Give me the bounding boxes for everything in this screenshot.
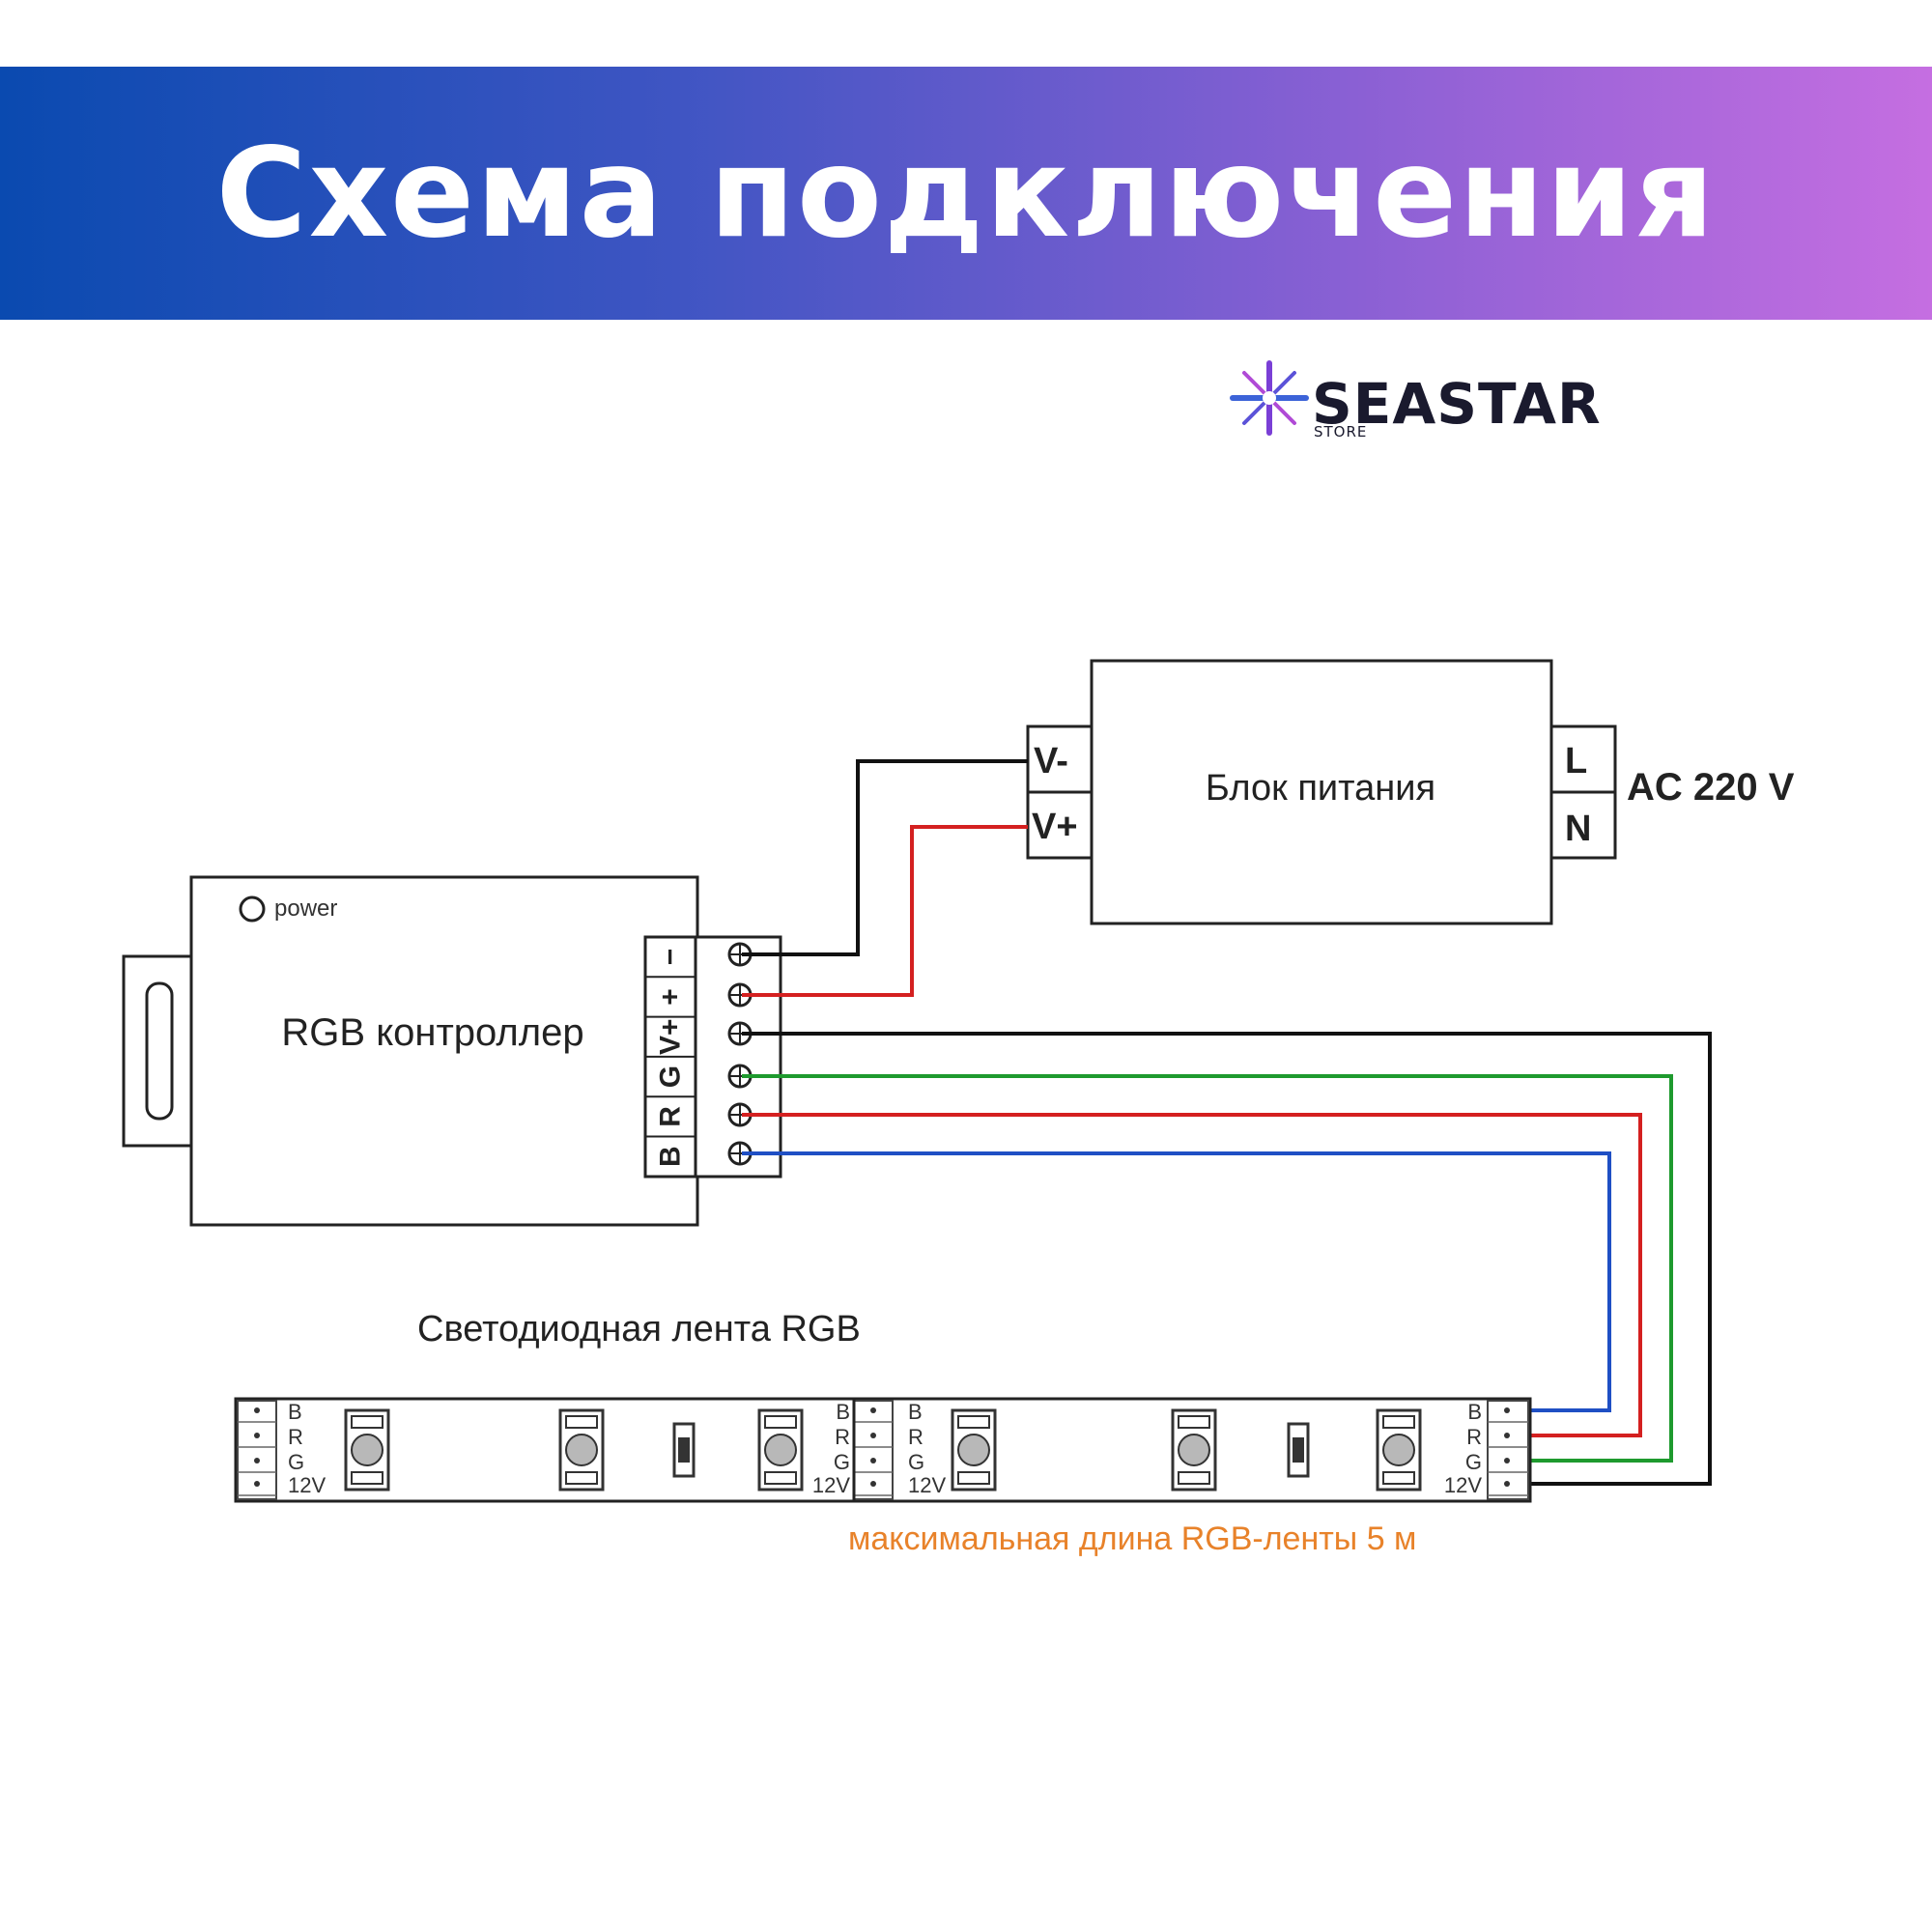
strip-pin-label: 12V xyxy=(288,1473,326,1497)
brand-name: SEASTAR xyxy=(1312,371,1602,437)
controller-terminal-label: G xyxy=(655,1065,687,1088)
wire-red xyxy=(742,1113,1642,1437)
header-banner: Схема подключения xyxy=(0,67,1932,320)
strip-note: максимальная длина RGB-ленты 5 м xyxy=(848,1520,1416,1557)
strip-pin-label: R xyxy=(908,1425,923,1449)
controller-terminal-label: − xyxy=(655,949,687,966)
strip-pin-label: G xyxy=(908,1450,924,1474)
terminal-l: L xyxy=(1565,741,1587,781)
terminal-vplus: V+ xyxy=(1032,807,1078,847)
star-icon xyxy=(1230,360,1309,436)
solder-pad xyxy=(254,1458,260,1463)
strip-pin-label: 12V xyxy=(812,1473,850,1497)
wire-black-vminus xyxy=(742,759,1028,956)
ac-voltage-label: AC 220 V xyxy=(1627,766,1795,809)
strip-pin-label: G xyxy=(834,1450,850,1474)
strip-pin-label: R xyxy=(1466,1425,1482,1449)
page-title: Схема подключения xyxy=(215,121,1717,266)
strip-pin-label: G xyxy=(288,1450,304,1474)
strip-pin-label: R xyxy=(835,1425,850,1449)
wire-red-vplus xyxy=(742,825,1028,997)
strip-pin-label: 12V xyxy=(1444,1473,1482,1497)
solder-pad xyxy=(1504,1458,1510,1463)
solder-pad xyxy=(870,1433,876,1438)
controller-terminal-label: V+ xyxy=(655,1018,687,1055)
strip-pin-label: B xyxy=(1467,1400,1482,1424)
brand-logo: SEASTAR STORE xyxy=(1229,357,1692,454)
strip-pin-label: B xyxy=(288,1400,302,1424)
strip-pin-label: B xyxy=(908,1400,923,1424)
solder-pad xyxy=(870,1407,876,1413)
controller-label: RGB контроллер xyxy=(281,1011,583,1054)
solder-pad xyxy=(1504,1433,1510,1438)
terminal-n: N xyxy=(1565,809,1591,849)
terminal-vminus: V- xyxy=(1034,741,1068,781)
solder-pad xyxy=(1504,1481,1510,1487)
wire-blue xyxy=(742,1151,1611,1412)
power-led-label: power xyxy=(274,895,337,922)
solder-pad xyxy=(254,1481,260,1487)
strip-title: Светодиодная лента RGB xyxy=(417,1309,861,1350)
brand-sub: STORE xyxy=(1314,423,1368,440)
power-supply-label: Блок питания xyxy=(1206,768,1435,809)
strip-pin-label: G xyxy=(1465,1450,1482,1474)
solder-pad xyxy=(870,1458,876,1463)
power-supply-box xyxy=(1090,659,1553,925)
wire-green xyxy=(742,1074,1673,1463)
solder-pad xyxy=(1504,1407,1510,1413)
controller-terminal-label: B xyxy=(655,1146,687,1167)
power-led-icon xyxy=(239,895,266,923)
strip-pin-label: 12V xyxy=(908,1473,946,1497)
solder-pad xyxy=(870,1481,876,1487)
solder-pad xyxy=(254,1407,260,1413)
solder-pad xyxy=(254,1433,260,1438)
wire-black-12v xyxy=(742,1032,1712,1486)
strip-pin-label: B xyxy=(836,1400,850,1424)
controller-terminal-label: R xyxy=(655,1106,687,1127)
strip-pin-label: R xyxy=(288,1425,303,1449)
controller-box xyxy=(189,875,699,1227)
controller-terminal-label: + xyxy=(655,988,687,1006)
